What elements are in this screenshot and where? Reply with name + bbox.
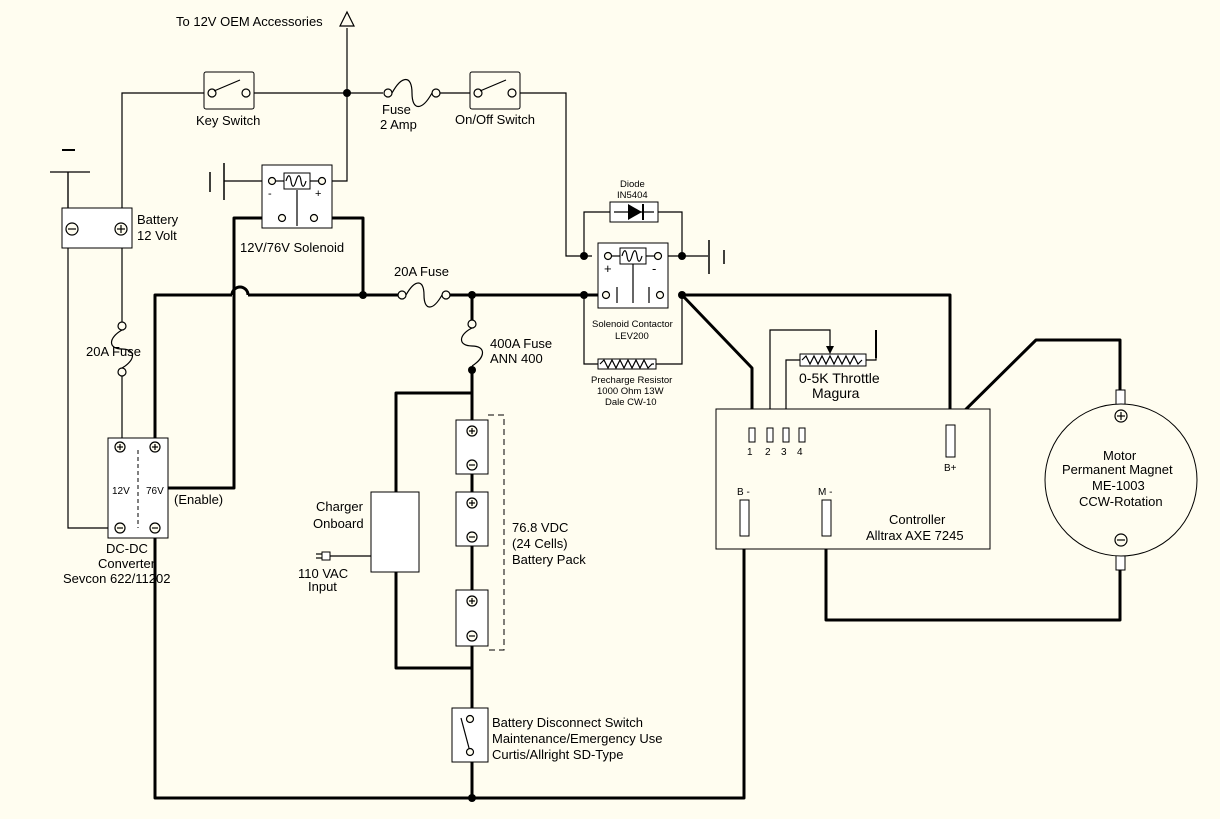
pin-1: 1 <box>747 447 753 458</box>
fuse-2-amp: Fuse 2 Amp <box>380 78 441 132</box>
charger-label-1: Charger <box>316 499 364 514</box>
signal-wires <box>67 28 877 529</box>
pack-label-2: (24 Cells) <box>512 536 568 551</box>
precharge-label-1: Precharge Resistor <box>591 375 672 386</box>
fuse-20a-main: 20A Fuse <box>394 264 451 308</box>
throttle-label-1: 0-5K Throttle <box>799 370 880 386</box>
diode-label-1: Diode <box>620 179 645 190</box>
solenoid-12-76-label: 12V/76V Solenoid <box>240 240 344 255</box>
precharge-label-3: Dale CW-10 <box>605 397 657 408</box>
fuse-20a-left-label: 20A Fuse <box>86 344 141 359</box>
charger-label-2: Onboard <box>313 516 364 531</box>
pack-label-3: Battery Pack <box>512 552 586 567</box>
motor-label-2: Permanent Magnet <box>1062 462 1173 477</box>
b-minus-label: B - <box>737 487 750 498</box>
controller-label-2: Alltrax AXE 7245 <box>866 528 964 543</box>
motor-label-1: Motor <box>1103 448 1137 463</box>
pack-label-1: 76.8 VDC <box>512 520 568 535</box>
contactor-minus: - <box>652 261 656 276</box>
motor-label-4: CCW-Rotation <box>1079 494 1163 509</box>
enable-label: (Enable) <box>174 492 223 507</box>
fuse-400a-label-1: 400A Fuse <box>490 336 552 351</box>
key-switch-label: Key Switch <box>196 113 260 128</box>
power-wires <box>153 216 1122 800</box>
key-switch: Key Switch <box>196 71 260 128</box>
precharge-resistor: Precharge Resistor 1000 Ohm 13W Dale CW-… <box>591 358 672 408</box>
contactor-label-1: Solenoid Contactor <box>592 319 673 330</box>
fuse-400a: 400A Fuse ANN 400 <box>460 319 552 367</box>
oem-accessories-label: To 12V OEM Accessories <box>176 14 323 29</box>
disconnect-label-1: Battery Disconnect Switch <box>492 715 643 730</box>
diode-label-2: IN5404 <box>617 190 648 201</box>
dcdc-label-3: Sevcon 622/11202 <box>63 571 170 586</box>
solenoid-minus: - <box>268 188 272 200</box>
motor: Motor Permanent Magnet ME-1003 CCW-Rotat… <box>1044 389 1198 571</box>
junction-dots <box>343 89 686 802</box>
dc-dc-converter: 12V 76V DC-DC Converter Sevcon 622/11202… <box>63 437 223 586</box>
fuse-400a-label-2: ANN 400 <box>490 351 543 366</box>
solenoid-contactor-lev200: + - Solenoid Contactor LEV200 <box>592 240 725 342</box>
ac-input-label-1: 110 VAC <box>298 566 348 581</box>
dcdc-label-2: Converter <box>98 556 156 571</box>
pin-2: 2 <box>765 447 771 458</box>
oem-accessories-terminal: To 12V OEM Accessories <box>176 10 355 29</box>
ac-input-label-2: Input <box>308 579 337 594</box>
charger-onboard: Charger Onboard 110 VAC Input <box>298 491 420 594</box>
fuse-2a-label-2: 2 Amp <box>380 117 417 132</box>
battery-disconnect-switch: Battery Disconnect Switch Maintenance/Em… <box>451 707 663 763</box>
controller-label-1: Controller <box>889 512 946 527</box>
precharge-label-2: 1000 Ohm 13W <box>597 386 664 397</box>
battery-label-1: Battery <box>137 212 179 227</box>
disconnect-label-3: Curtis/Allright SD-Type <box>492 747 623 762</box>
dcdc-label-1: DC-DC <box>106 541 148 556</box>
battery-label-2: 12 Volt <box>137 228 177 243</box>
fuse-20a-left: 20A Fuse <box>86 321 141 377</box>
on-off-switch: On/Off Switch <box>455 71 535 127</box>
fuse-2a-label-1: Fuse <box>382 102 411 117</box>
pin-3: 3 <box>781 447 787 458</box>
dcdc-76v-label: 76V <box>146 486 164 497</box>
diode-in5404: Diode IN5404 <box>609 179 659 223</box>
dcdc-12v-label: 12V <box>112 486 130 497</box>
battery-pack: 76.8 VDC (24 Cells) Battery Pack <box>455 414 586 651</box>
on-off-switch-label: On/Off Switch <box>455 112 535 127</box>
battery-12v: Battery 12 Volt <box>50 149 179 249</box>
motor-label-3: ME-1003 <box>1092 478 1145 493</box>
disconnect-label-2: Maintenance/Emergency Use <box>492 731 663 746</box>
solenoid-12v-76v: - + 12V/76V Solenoid <box>209 163 344 255</box>
contactor-label-2: LEV200 <box>615 331 649 342</box>
controller-alltrax: 1 2 3 4 B+ B - M - Controller Alltrax AX… <box>715 408 991 550</box>
contactor-plus: + <box>604 261 612 276</box>
fuse-20a-main-label: 20A Fuse <box>394 264 449 279</box>
b-plus-label: B+ <box>944 463 957 474</box>
throttle-label-2: Magura <box>812 385 860 401</box>
throttle-pot: 0-5K Throttle Magura <box>799 330 880 401</box>
solenoid-plus: + <box>315 188 321 200</box>
pin-4: 4 <box>797 447 803 458</box>
m-minus-label: M - <box>818 487 832 498</box>
